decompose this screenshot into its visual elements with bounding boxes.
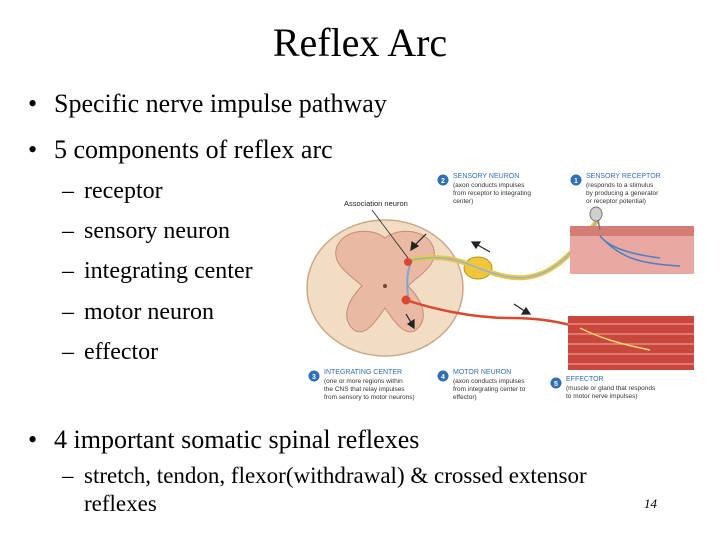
dash-glyph: – bbox=[62, 218, 74, 244]
svg-text:center): center) bbox=[453, 198, 473, 205]
sub-item: –stretch, tendon, flexor(withdrawal) & c… bbox=[62, 462, 587, 490]
svg-text:the CNS that relay impulses: the CNS that relay impulses bbox=[324, 386, 405, 393]
bullet-text: 4 important somatic spinal reflexes bbox=[54, 425, 420, 454]
svg-text:or receptor potential): or receptor potential) bbox=[586, 198, 646, 205]
label-effector: 5 EFFECTOR (muscle or gland that respond… bbox=[550, 376, 656, 400]
dash-glyph: – bbox=[62, 178, 74, 204]
bullet-item: • 4 important somatic spinal reflexes bbox=[28, 424, 419, 456]
bullet-item: • Specific nerve impulse pathway bbox=[28, 88, 387, 120]
bullet-item: • 5 components of reflex arc bbox=[28, 134, 333, 166]
label-motor-neuron: 4 MOTOR NEURON (axon conducts impulses f… bbox=[437, 369, 526, 401]
reflex-arc-figure: Association neuron 2 SENSORY NEURON (axo… bbox=[306, 173, 694, 401]
dash-glyph: – bbox=[62, 339, 74, 365]
svg-text:by producing a generator: by producing a generator bbox=[586, 190, 659, 197]
component-receptor: receptor bbox=[84, 178, 163, 204]
svg-text:from receptor to integrating: from receptor to integrating bbox=[453, 190, 531, 197]
motor-neuron-path bbox=[405, 298, 581, 330]
label-sensory-receptor: 1 SENSORY RECEPTOR (responds to a stimul… bbox=[570, 173, 661, 205]
svg-text:EFFECTOR: EFFECTOR bbox=[566, 376, 604, 383]
svg-text:(axon conducts impulses: (axon conducts impulses bbox=[453, 378, 525, 385]
association-neuron-body bbox=[404, 258, 412, 266]
dash-glyph: – bbox=[62, 258, 74, 284]
component-sensory-neuron: sensory neuron bbox=[84, 218, 230, 244]
sub-item: –sensory neuron bbox=[62, 216, 230, 246]
sub-item: –integrating center bbox=[62, 256, 253, 286]
svg-text:5: 5 bbox=[554, 381, 558, 388]
svg-text:4: 4 bbox=[441, 374, 445, 381]
component-effector: effector bbox=[84, 339, 159, 365]
bullet-text: Specific nerve impulse pathway bbox=[54, 89, 387, 118]
svg-text:(responds to a stimulus: (responds to a stimulus bbox=[586, 182, 654, 189]
bullet-text: 5 components of reflex arc bbox=[54, 135, 333, 164]
svg-text:from sensory to motor neurons): from sensory to motor neurons) bbox=[324, 394, 415, 401]
sub-item: –effector bbox=[62, 337, 158, 367]
dash-glyph: – bbox=[62, 299, 74, 325]
svg-text:from integrating center to: from integrating center to bbox=[453, 386, 526, 393]
spinal-cord bbox=[306, 219, 464, 357]
component-motor-neuron: motor neuron bbox=[84, 299, 214, 325]
svg-text:3: 3 bbox=[312, 374, 316, 381]
sub-item: –receptor bbox=[62, 176, 163, 206]
component-integrating-center: integrating center bbox=[84, 258, 253, 284]
reflex-list-line2: reflexes bbox=[84, 491, 157, 516]
svg-text:SENSORY NEURON: SENSORY NEURON bbox=[453, 173, 519, 180]
association-neuron-label: Association neuron bbox=[344, 199, 408, 208]
sub-item: –motor neuron bbox=[62, 297, 214, 327]
label-integrating-center: 3 INTEGRATING CENTER (one or more region… bbox=[308, 369, 415, 401]
svg-text:1: 1 bbox=[574, 178, 578, 185]
svg-text:MOTOR NEURON: MOTOR NEURON bbox=[453, 369, 511, 376]
bullet-glyph: • bbox=[28, 135, 38, 164]
svg-text:SENSORY RECEPTOR: SENSORY RECEPTOR bbox=[586, 173, 661, 180]
label-sensory-neuron: 2 SENSORY NEURON (axon conducts impulses… bbox=[437, 173, 531, 205]
bullet-glyph: • bbox=[28, 425, 38, 454]
svg-text:to motor nerve impulses): to motor nerve impulses) bbox=[566, 393, 638, 400]
dash-glyph: – bbox=[62, 463, 74, 488]
svg-text:(axon conducts impulses: (axon conducts impulses bbox=[453, 182, 525, 189]
page-number: 14 bbox=[644, 496, 657, 511]
impulse-arrows bbox=[405, 233, 532, 330]
muscle-effector-block bbox=[568, 316, 694, 370]
svg-text:effector): effector) bbox=[453, 394, 477, 401]
svg-text:(muscle or gland that responds: (muscle or gland that responds bbox=[566, 385, 656, 392]
svg-text:2: 2 bbox=[441, 178, 445, 185]
svg-text:(one or more regions within: (one or more regions within bbox=[324, 378, 403, 385]
bullet-glyph: • bbox=[28, 89, 38, 118]
slide-title: Reflex Arc bbox=[272, 20, 448, 65]
svg-text:INTEGRATING CENTER: INTEGRATING CENTER bbox=[324, 369, 402, 376]
reflex-list-line1: stretch, tendon, flexor(withdrawal) & cr… bbox=[84, 463, 587, 488]
pin-stimulus bbox=[589, 206, 603, 222]
skin-receptor-block bbox=[570, 206, 694, 274]
